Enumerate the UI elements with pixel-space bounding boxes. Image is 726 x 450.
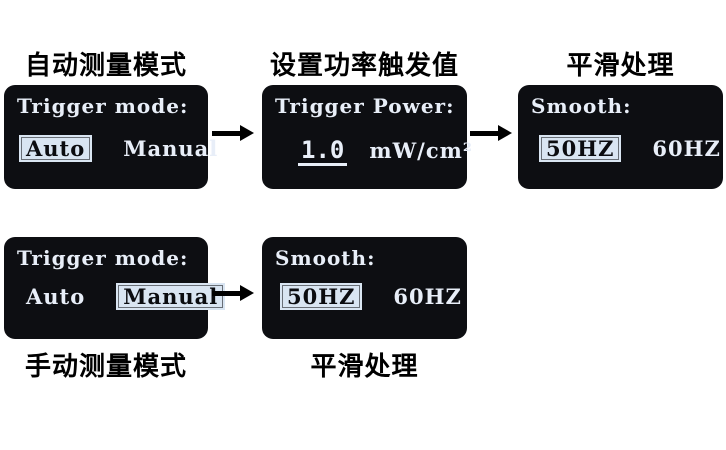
screen-title-trigger-mode: Trigger mode: bbox=[17, 246, 189, 270]
caption-smooth-top: 平滑处理 bbox=[566, 50, 675, 80]
option-manual[interactable]: Manual bbox=[116, 283, 226, 311]
option-60hz[interactable]: 60HZ bbox=[393, 284, 462, 309]
option-50hz[interactable]: 50HZ bbox=[280, 283, 363, 311]
arrow-right-icon bbox=[212, 285, 254, 301]
option-auto[interactable]: Auto bbox=[26, 284, 86, 309]
trigger-power-unit: mW/cm² bbox=[369, 138, 474, 163]
screen-trigger-power: Trigger Power: 1.0 mW/cm² bbox=[262, 85, 472, 189]
arrow-head bbox=[240, 285, 254, 301]
arrow-head bbox=[498, 125, 512, 141]
smooth-options: 50HZ 60HZ bbox=[280, 283, 469, 311]
caption-smooth-bottom: 平滑处理 bbox=[310, 351, 419, 381]
option-auto[interactable]: Auto bbox=[19, 135, 93, 163]
arrow-shaft bbox=[212, 290, 240, 296]
smooth-options: 50HZ 60HZ bbox=[539, 135, 726, 163]
option-manual[interactable]: Manual bbox=[123, 136, 219, 161]
arrow-shaft bbox=[470, 130, 498, 136]
screen-smooth-bottom: Smooth: 50HZ 60HZ bbox=[262, 237, 467, 339]
screen-smooth-top: Smooth: 50HZ 60HZ bbox=[518, 85, 723, 189]
caption-manual-measure-mode: 手动测量模式 bbox=[24, 351, 187, 381]
arrow-right-icon bbox=[470, 125, 512, 141]
trigger-power-value[interactable]: 1.0 bbox=[298, 138, 348, 166]
trigger-power-row: 1.0 mW/cm² bbox=[298, 138, 473, 166]
caption-set-power-trigger: 设置功率触发值 bbox=[269, 50, 459, 80]
arrow-shaft bbox=[212, 130, 240, 136]
trigger-mode-options: Auto Manual bbox=[19, 283, 226, 311]
screen-trigger-mode-manual: Trigger mode: Auto Manual bbox=[4, 237, 226, 339]
screen-title-smooth: Smooth: bbox=[531, 94, 632, 118]
screen-trigger-mode-auto: Trigger mode: Auto Manual bbox=[4, 85, 217, 189]
trigger-mode-options: Auto Manual bbox=[19, 135, 225, 163]
caption-auto-measure-mode: 自动测量模式 bbox=[24, 50, 187, 80]
option-50hz[interactable]: 50HZ bbox=[539, 135, 622, 163]
arrow-right-icon bbox=[212, 125, 254, 141]
screen-title-smooth: Smooth: bbox=[275, 246, 376, 270]
arrow-head bbox=[240, 125, 254, 141]
screen-title-trigger-mode: Trigger mode: bbox=[17, 94, 189, 118]
screen-title-trigger-power: Trigger Power: bbox=[275, 94, 455, 118]
option-60hz[interactable]: 60HZ bbox=[652, 136, 721, 161]
